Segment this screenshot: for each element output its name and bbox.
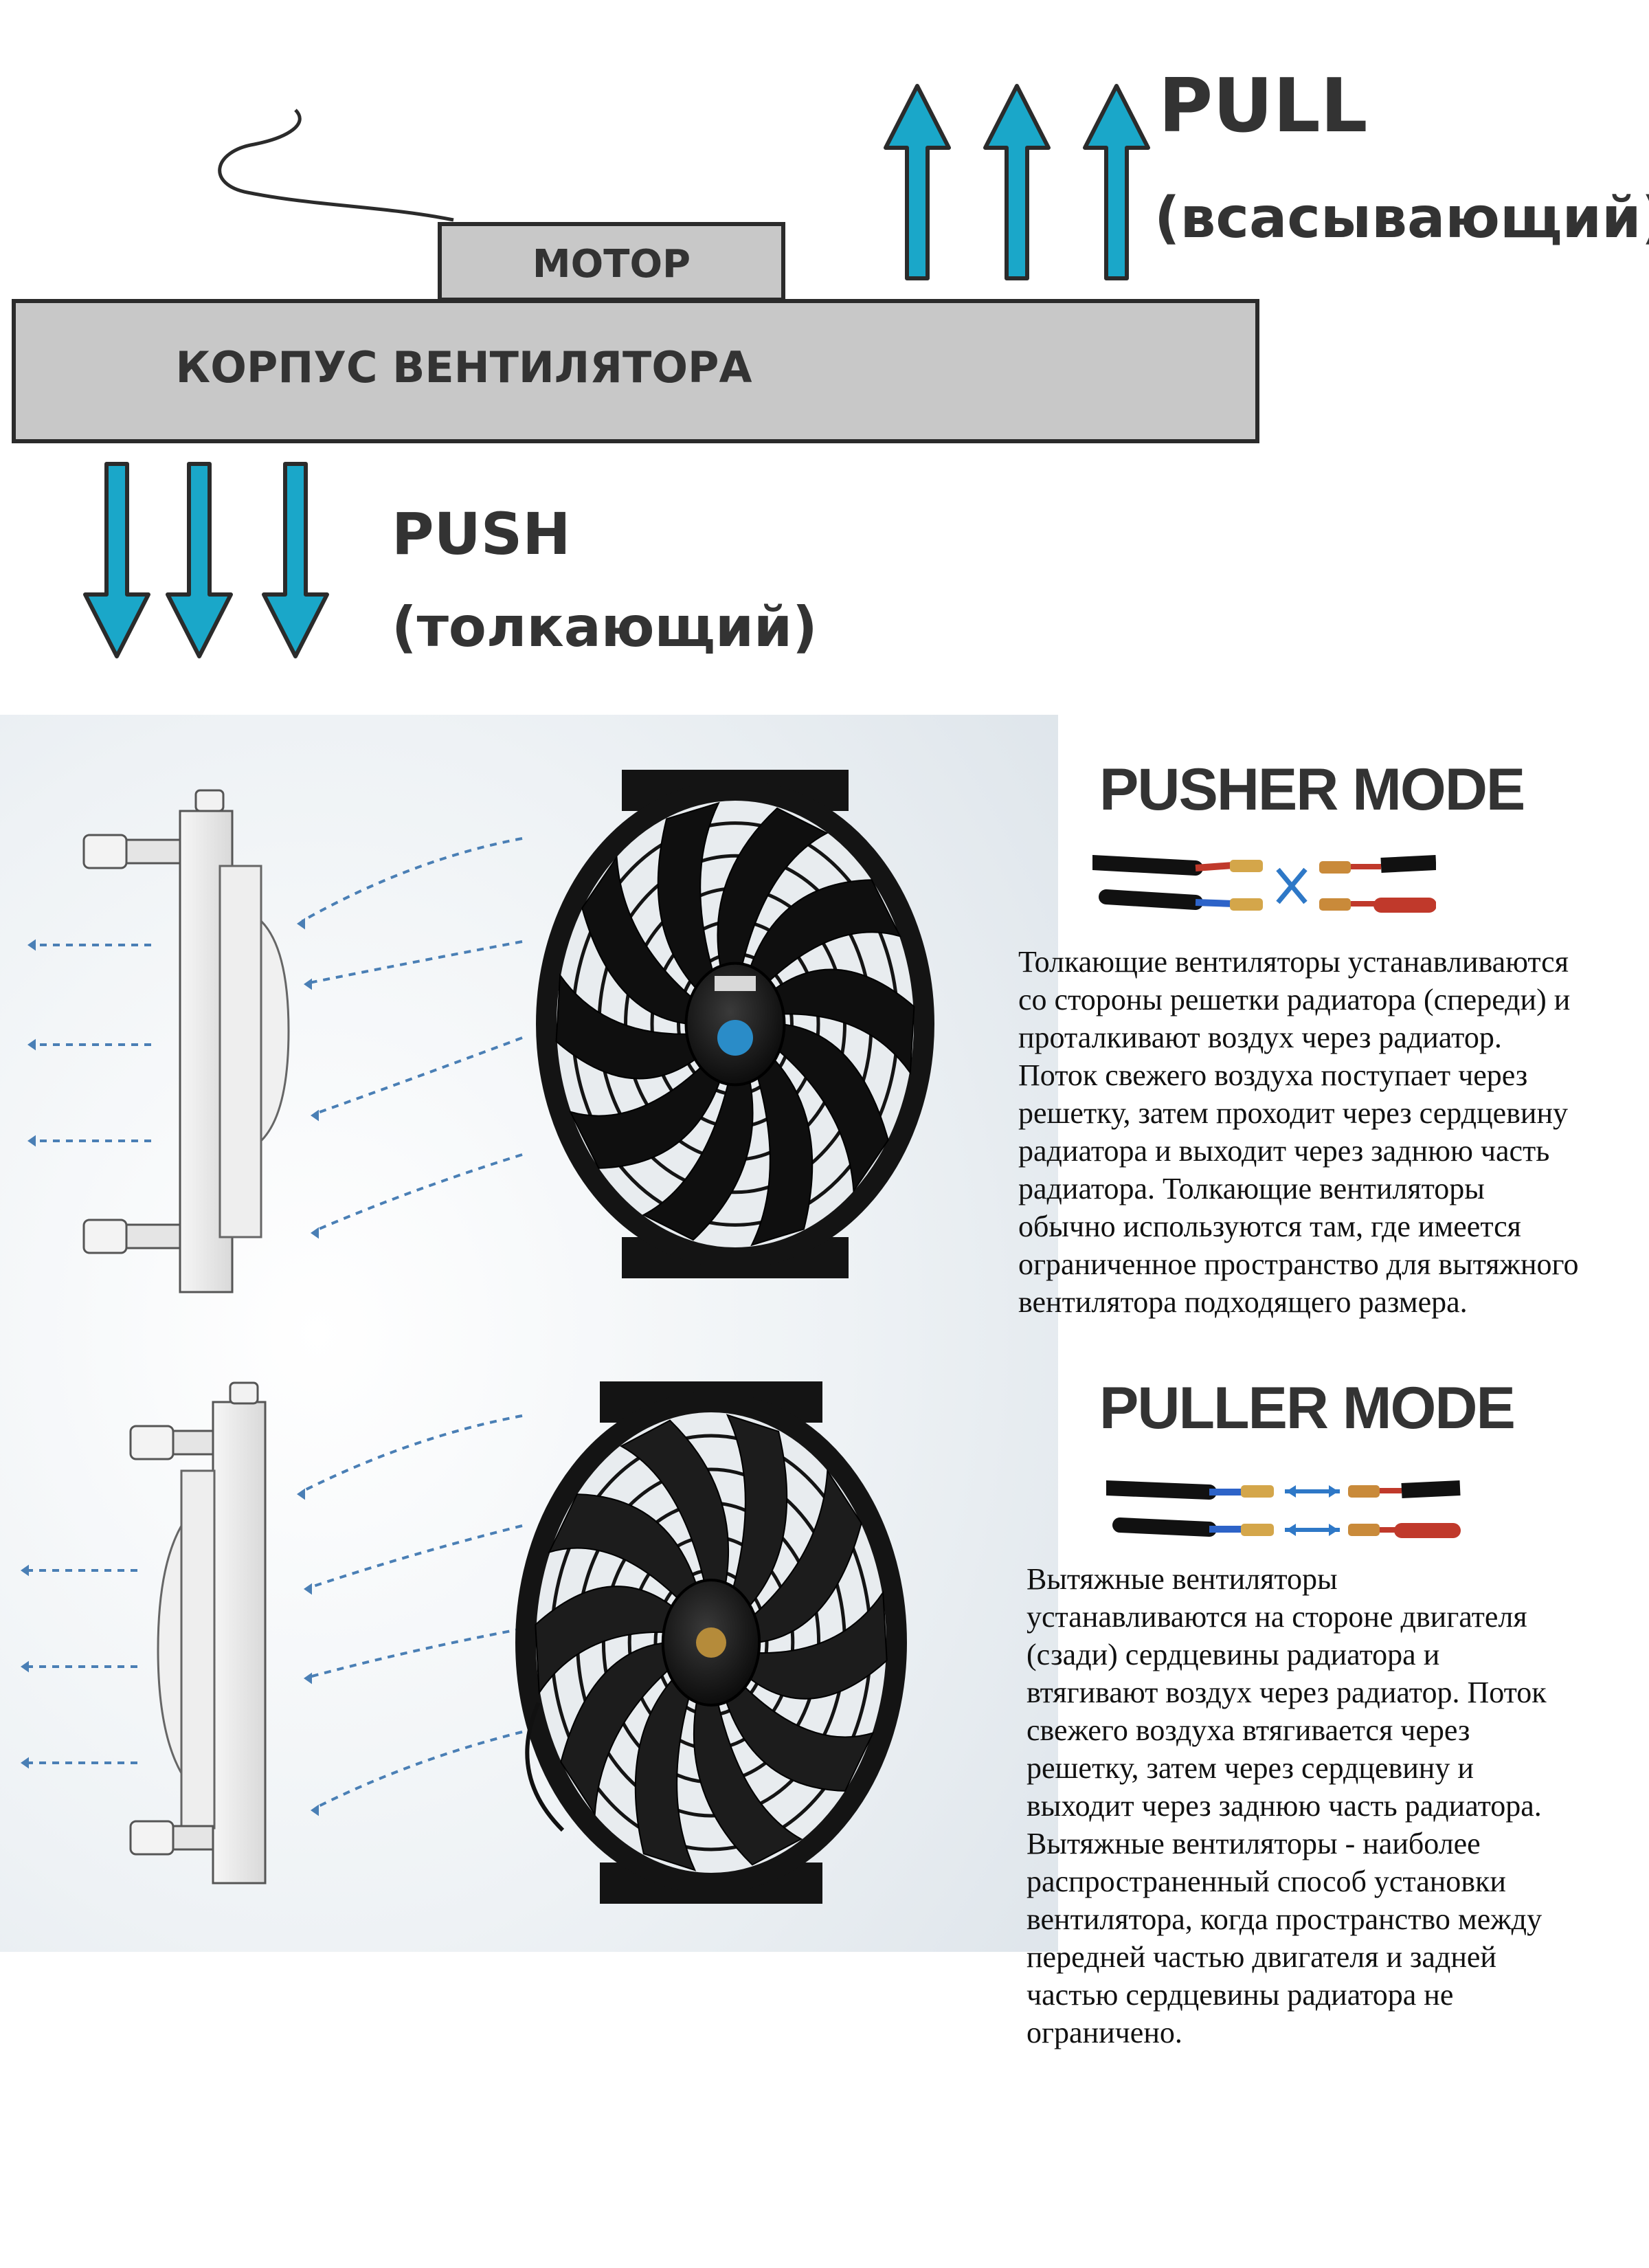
description-line: обычно используются там, где имеется <box>1018 1210 1521 1243</box>
airflow-arrow <box>302 1414 523 1493</box>
airflow-arrowhead <box>311 1804 319 1816</box>
motor-label: МОТОР <box>532 242 691 287</box>
pusher-fan-photo <box>536 770 934 1278</box>
fan-blade <box>569 1063 722 1169</box>
airflow-arrowhead <box>304 978 312 990</box>
fan-blade <box>750 1469 862 1644</box>
fan-blade <box>750 1056 814 1247</box>
airflow-arrows-icon <box>21 837 523 1816</box>
airflow-arrow <box>309 1524 523 1589</box>
description-line: со стороны решетки радиатора (спереди) и <box>1018 983 1571 1016</box>
airflow-arrowhead <box>297 918 305 930</box>
description-line: передней частью двигателя и задней <box>1027 1940 1496 1974</box>
airflow-arrow <box>309 1627 523 1678</box>
description-line: выходит через заднюю часть радиатора. <box>1027 1789 1542 1823</box>
push-title: PUSH <box>392 500 571 568</box>
airflow-arrow <box>315 1153 523 1232</box>
crossed-wires-icon <box>1092 855 1436 913</box>
fan-blade <box>560 1641 672 1816</box>
fan-housing-box <box>12 299 1259 443</box>
pusher-description: Толкающие вентиляторы устанавливаются со … <box>1018 943 1644 1321</box>
airflow-arrowhead <box>311 1109 319 1122</box>
description-line: ограниченное пространство для вытяжного <box>1018 1247 1579 1281</box>
airflow-arrowhead <box>21 1660 29 1673</box>
description-line: вентилятора подходящего размера. <box>1018 1285 1468 1319</box>
fan-blade <box>693 1696 803 1866</box>
fan-blade <box>717 807 829 972</box>
pusher-radiator <box>82 789 290 1293</box>
fan-blade <box>746 1590 888 1700</box>
flow-arrow-icon <box>983 84 1051 280</box>
pusher-mode-title: PUSHER MODE <box>1099 757 1525 823</box>
puller-fan-photo <box>515 1381 907 1904</box>
straight-wires-icon <box>1106 1480 1461 1538</box>
description-line: частью сердцевины радиатора не <box>1027 1978 1454 2012</box>
pull-subtitle: (всасывающий) <box>1154 186 1649 251</box>
airflow-arrow <box>315 1036 523 1115</box>
airflow-arrow <box>309 940 523 984</box>
airflow-arrow <box>302 837 523 922</box>
pull-title: PULL <box>1158 63 1368 149</box>
fan-blade <box>771 968 915 1075</box>
airflow-arrowhead <box>304 1672 312 1685</box>
fan-blade <box>748 879 901 985</box>
fan-blade <box>634 1675 697 1871</box>
flow-arrow-icon <box>262 462 329 658</box>
airflow-arrowhead <box>27 1135 36 1147</box>
pull-arrows <box>884 84 1150 280</box>
description-line: Поток свежего воздуха поступает через <box>1018 1058 1528 1092</box>
puller-radiator <box>129 1381 267 1885</box>
airflow-arrowhead <box>304 1583 312 1595</box>
description-line: проталкивают воздух через радиатор. <box>1018 1021 1502 1054</box>
description-line: вентилятора, когда пространство между <box>1027 1902 1543 1936</box>
description-line: решетку, затем проходит через сердцевину <box>1018 1096 1569 1130</box>
motor-wire <box>218 109 454 222</box>
airflow-arrowhead <box>21 1757 29 1769</box>
description-line: ограничено. <box>1027 2016 1182 2049</box>
fan-blade <box>723 1683 875 1792</box>
push-subtitle: (толкающий) <box>392 595 818 659</box>
top-diagram <box>12 84 1259 658</box>
description-line: устанавливаются на стороне двигателя <box>1027 1600 1527 1634</box>
fan-blade <box>642 1076 754 1241</box>
description-line: распространенный способ установки <box>1027 1865 1506 1898</box>
description-line: радиатора и выходит через заднюю часть <box>1018 1134 1550 1168</box>
description-line: Вытяжные вентиляторы - наиболее <box>1027 1827 1481 1860</box>
fan-blade <box>657 801 720 992</box>
description-line: Толкающие вентиляторы устанавливаются <box>1018 945 1569 979</box>
housing-label: КОРПУС ВЕНТИЛЯТОРА <box>175 342 752 392</box>
airflow-arrow <box>315 1731 523 1809</box>
fan-blade <box>555 973 699 1080</box>
push-arrows <box>83 462 329 658</box>
airflow-arrowhead <box>27 939 36 951</box>
fan-blade <box>619 1419 730 1589</box>
flow-arrow-icon <box>83 462 150 658</box>
puller-mode-title: PULLER MODE <box>1099 1375 1516 1441</box>
airflow-arrowhead <box>27 1038 36 1051</box>
puller-description: Вытяжные вентиляторы устанавливаются на с… <box>1027 1560 1631 2052</box>
airflow-arrowhead <box>311 1227 319 1239</box>
description-line: Вытяжные вентиляторы <box>1027 1562 1338 1596</box>
fan-blade <box>726 1414 788 1610</box>
fan-blade <box>775 1023 889 1193</box>
photo-panel <box>0 715 1058 1952</box>
airflow-arrowhead <box>297 1488 305 1500</box>
description-line: радиатора. Толкающие вентиляторы <box>1018 1172 1485 1205</box>
description-line: решетку, затем через сердцевину и <box>1027 1751 1474 1785</box>
flow-arrow-icon <box>1083 84 1150 280</box>
fan-blade <box>535 1586 676 1696</box>
flow-arrow-icon <box>166 462 233 658</box>
description-line: втягивают воздух через радиатор. Поток <box>1027 1676 1547 1709</box>
fan-blade <box>581 855 695 1025</box>
fan-blade <box>548 1493 699 1602</box>
airflow-arrowhead <box>21 1564 29 1577</box>
flow-arrow-icon <box>884 84 951 280</box>
description-line: свежего воздуха втягивается через <box>1027 1713 1470 1747</box>
description-line: (сзади) сердцевины радиатора и <box>1027 1638 1440 1671</box>
